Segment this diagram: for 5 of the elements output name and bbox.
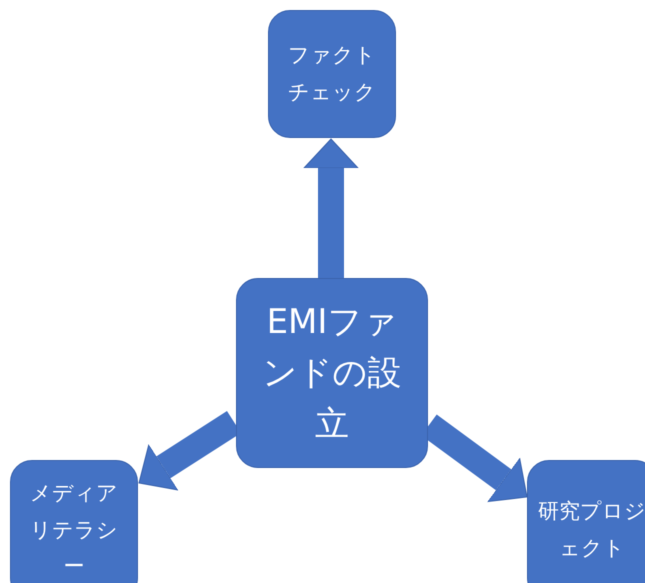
process-box: メディアリテラシー xyxy=(10,460,138,583)
process-box: 研究プロジェクト xyxy=(527,460,645,583)
central-box: EMIファンドの設立 xyxy=(236,278,428,468)
process-box: ファクトチェック xyxy=(268,10,396,138)
block-arrow xyxy=(304,138,358,278)
